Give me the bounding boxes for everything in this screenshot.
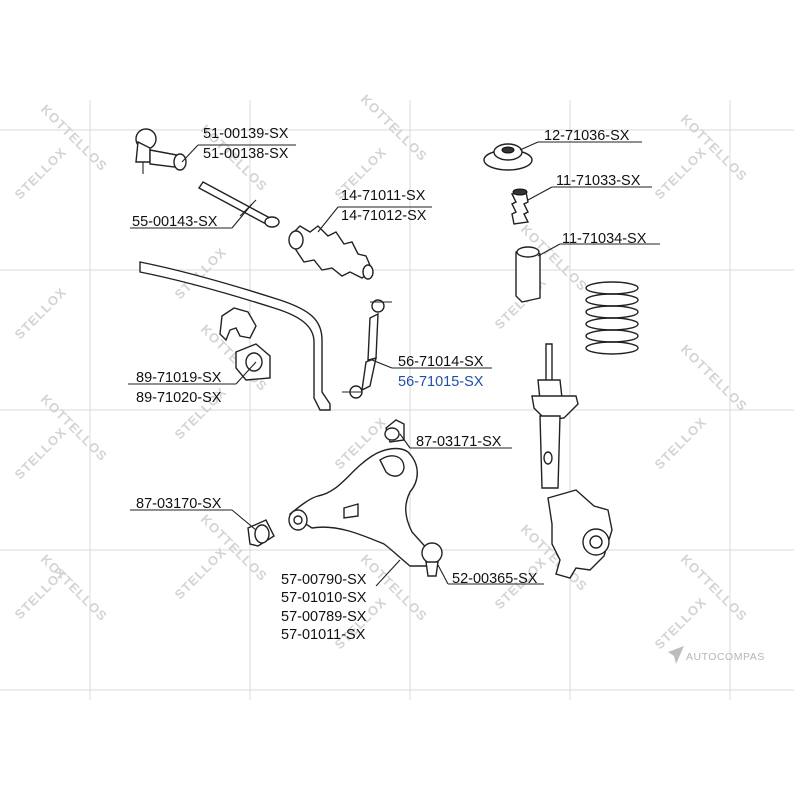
- label-87-03171: 87-03171-SX: [416, 434, 502, 450]
- stabilizer-link: [342, 299, 392, 399]
- label-14-71011: 14-71011-SX: [341, 188, 426, 204]
- tie-rod-end: [135, 128, 187, 174]
- inner-tie-rod: [197, 181, 280, 228]
- logo-arrow-icon: [668, 646, 684, 664]
- coil-spring: [585, 281, 639, 355]
- svg-text:STELLOX: STELLOX: [652, 414, 710, 472]
- control-arm-bushing-upper: [384, 419, 405, 443]
- dust-boot: [515, 246, 541, 303]
- bump-stop: [510, 188, 530, 225]
- label-51-00139: 51-00139-SX: [203, 126, 289, 142]
- autocompas-logo: AUTOCOMPAS: [668, 646, 765, 664]
- label-12-71036: 12-71036-SX: [544, 128, 630, 144]
- svg-text:STELLOX: STELLOX: [12, 144, 70, 202]
- steering-boot: [288, 225, 374, 280]
- shock-absorber: [531, 343, 579, 489]
- ball-joint: [421, 542, 443, 577]
- label-14-71012: 14-71012-SX: [341, 208, 427, 224]
- logo-text: AUTOCOMPAS: [686, 651, 765, 663]
- label-56-71015: 56-71015-SX: [398, 374, 484, 390]
- control-arm-bushing-lower: [247, 519, 275, 547]
- label-51-00138: 51-00138-SX: [203, 146, 289, 162]
- stabilizer-bar: [139, 261, 331, 411]
- label-52-00365: 52-00365-SX: [452, 571, 538, 587]
- label-87-03170: 87-03170-SX: [136, 496, 222, 512]
- stabilizer-bushing: [219, 307, 271, 381]
- label-57-00790: 57-00790-SX: [281, 572, 367, 588]
- label-55-00143: 55-00143-SX: [132, 214, 218, 230]
- svg-text:STELLOX: STELLOX: [652, 594, 710, 652]
- watermark-layer: STELLOX STELLOX STELLOX STELLOX STELLOX …: [0, 92, 794, 700]
- label-57-00789: 57-00789-SX: [281, 609, 367, 625]
- svg-text:STELLOX: STELLOX: [12, 284, 70, 342]
- svg-text:KOTTELLOS: KOTTELLOS: [678, 342, 751, 415]
- part-labels: 51-00139-SX 51-00138-SX 55-00143-SX 14-7…: [132, 126, 647, 643]
- label-11-71033: 11-71033-SX: [556, 173, 641, 189]
- label-57-01011: 57-01011-SX: [281, 627, 366, 643]
- label-89-71020: 89-71020-SX: [136, 390, 222, 406]
- control-arm: [288, 447, 431, 567]
- svg-text:STELLOX: STELLOX: [12, 424, 70, 482]
- strut-mount: [483, 143, 533, 171]
- label-57-01010: 57-01010-SX: [281, 590, 367, 606]
- label-89-71019: 89-71019-SX: [136, 370, 222, 386]
- svg-text:STELLOX: STELLOX: [652, 144, 710, 202]
- label-11-71034: 11-71034-SX: [562, 231, 647, 247]
- steering-knuckle: [547, 489, 613, 579]
- label-56-71014: 56-71014-SX: [398, 354, 484, 370]
- leader-lines: [128, 141, 660, 587]
- svg-text:STELLOX: STELLOX: [172, 544, 230, 602]
